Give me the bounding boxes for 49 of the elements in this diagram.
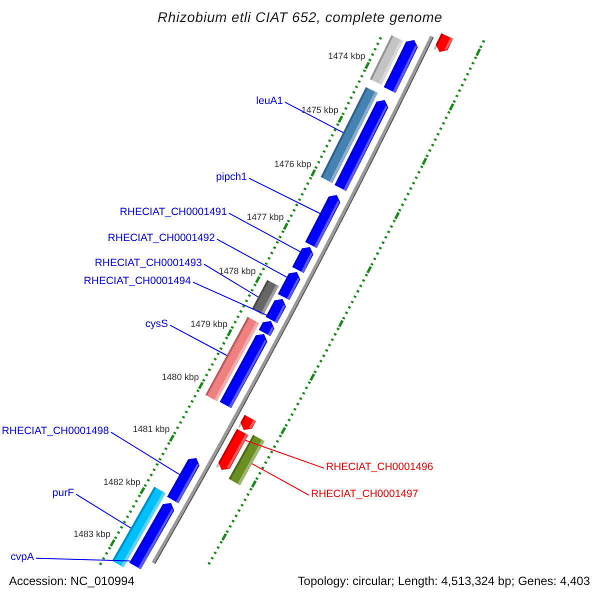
gene-label: RHECIAT_CH0001497	[311, 488, 418, 500]
gene-label: RHECIAT_CH0001493	[94, 257, 202, 269]
gene-marker	[167, 458, 200, 504]
leader-line	[36, 558, 131, 562]
accession-text: Accession: NC_010994	[9, 575, 134, 587]
gene-label: leuA1	[256, 95, 283, 107]
gene-marker	[238, 414, 256, 430]
position-label: 1479 kbp	[190, 318, 228, 330]
gene-label: pipch1	[216, 171, 247, 183]
leader-line	[76, 494, 132, 529]
gene-label: RHECIAT_CH0001491	[120, 206, 227, 218]
position-label: 1482 kbp	[103, 476, 140, 488]
gene-marker	[384, 40, 418, 93]
leader-line	[192, 282, 268, 316]
gene-label: RHECIAT_CH0001496	[326, 461, 434, 473]
gene-label: RHECIAT_CH0001498	[2, 425, 109, 437]
gene-marker	[292, 247, 314, 273]
gene-label: RHECIAT_CH0001494	[84, 275, 191, 287]
gene-marker	[278, 272, 300, 300]
position-label: 1478 kbp	[218, 264, 256, 277]
gene-label: cvpA	[10, 551, 34, 563]
gene-marker	[434, 33, 454, 52]
gene-marker	[258, 321, 274, 336]
gene-marker	[228, 434, 264, 486]
gene-marker	[220, 334, 268, 408]
leader-line	[252, 463, 310, 496]
leader-line	[216, 238, 288, 278]
gene-marker	[305, 195, 340, 248]
leader-line	[284, 102, 344, 134]
gene-marker	[266, 299, 286, 324]
genome-info-text: Topology: circular; Length: 4,513,324 bp; Genes: 4,403	[298, 575, 590, 587]
leader-line	[170, 324, 228, 356]
leader-line	[248, 178, 320, 214]
position-label: 1476 kbp	[274, 158, 312, 170]
leader-line	[228, 212, 301, 252]
leader-line	[110, 432, 180, 476]
position-label: 1474 kbp	[328, 50, 366, 62]
position-label: 1481 kbp	[132, 423, 170, 436]
gene-marker	[129, 503, 174, 570]
position-label: 1480 kbp	[162, 370, 199, 383]
leader-line	[245, 440, 324, 469]
leader-line	[204, 264, 259, 298]
position-label: 1475 kbp	[301, 104, 338, 116]
gene-label: purF	[52, 487, 74, 499]
gene-label: RHECIAT_CH0001492	[108, 232, 215, 244]
position-label: 1477 kbp	[246, 211, 284, 224]
diagram-title: Rhizobium etli CIAT 652, complete genome	[156, 11, 444, 23]
position-label: 1483 kbp	[74, 528, 111, 540]
gene-label: cysS	[145, 318, 168, 330]
